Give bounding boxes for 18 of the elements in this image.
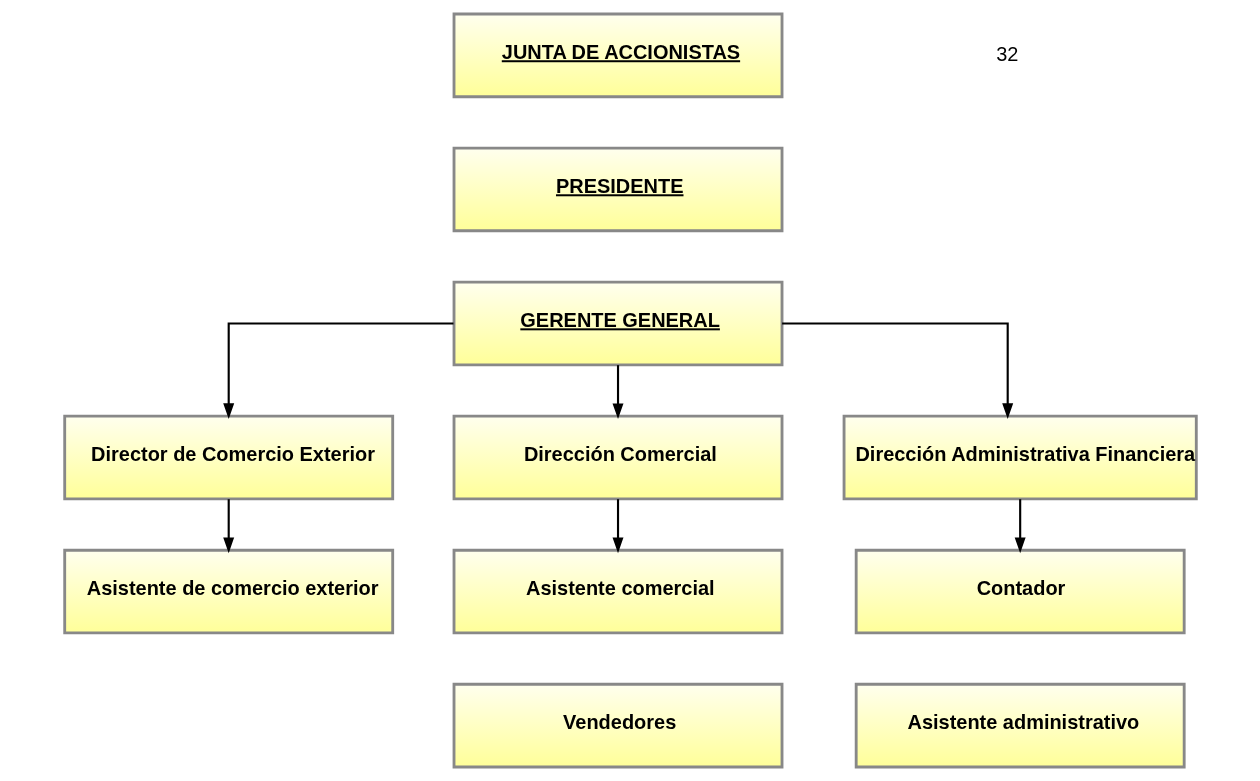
label: 32 bbox=[995, 42, 1018, 65]
node-box: Asistente de comercio exterior bbox=[62, 548, 394, 635]
arrow bbox=[612, 499, 623, 554]
node-box: Asistente comercial bbox=[452, 548, 783, 635]
node-box: Dirección Comercial bbox=[452, 414, 783, 501]
node-box: Director de Comercio Exterior bbox=[62, 414, 394, 501]
node-box: Dirección Administrativa Financiera bbox=[842, 414, 1198, 501]
node-box: PRESIDENTE bbox=[452, 146, 783, 233]
node-box: GERENTE GENERAL bbox=[452, 280, 783, 367]
arrow bbox=[222, 322, 453, 420]
arrow bbox=[222, 499, 234, 554]
arrow bbox=[781, 322, 1013, 420]
node-box: JUNTA DE ACCIONISTAS bbox=[452, 12, 783, 99]
node-box: Asistente administrativo bbox=[854, 682, 1186, 769]
node-box: Vendedores bbox=[452, 682, 783, 769]
node-box: Contador bbox=[854, 548, 1186, 635]
arrow bbox=[1014, 499, 1026, 554]
arrow bbox=[612, 365, 623, 420]
